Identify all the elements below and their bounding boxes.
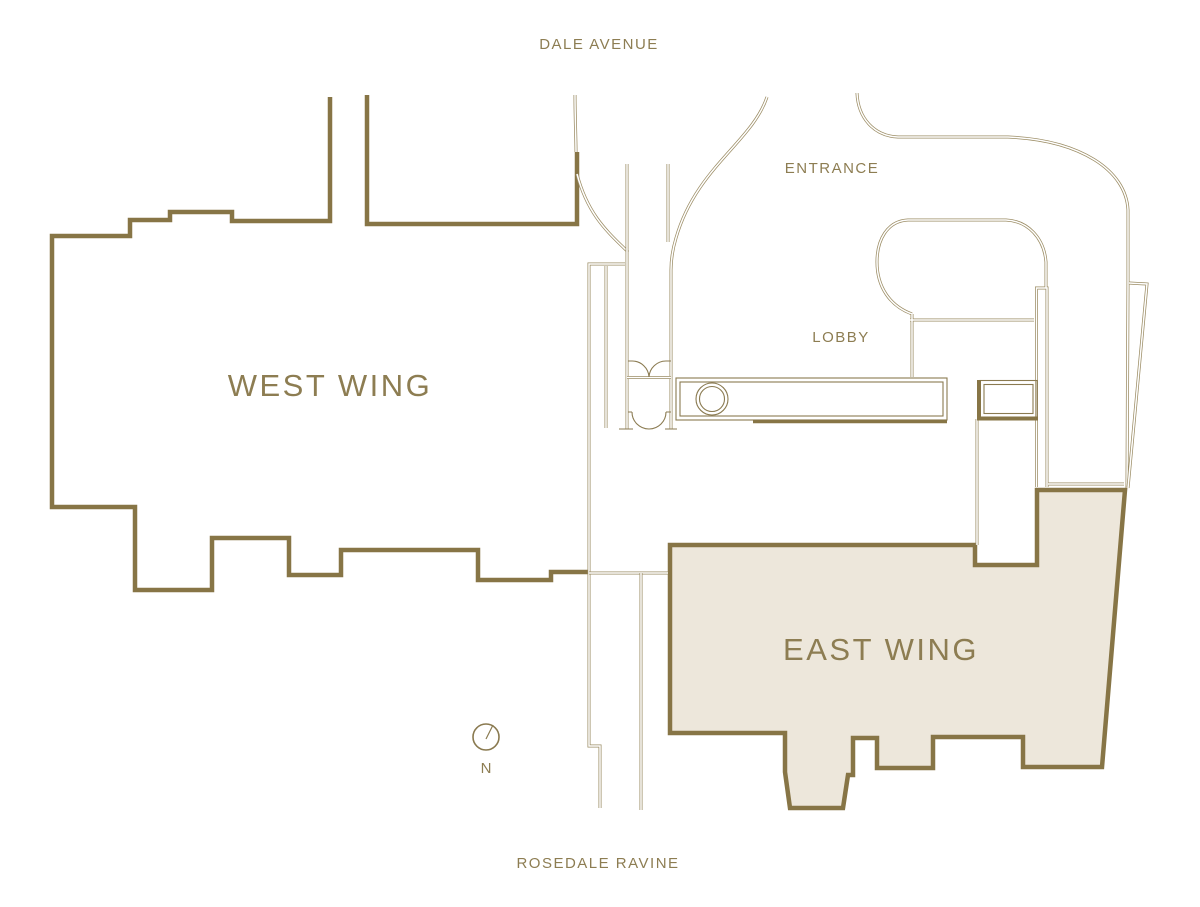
west-wing-label[interactable]: WEST WING (228, 368, 432, 403)
east-wing-shape[interactable] (667, 487, 1128, 811)
vestibule-wall (977, 380, 1038, 421)
vestibule-inner (983, 383, 1034, 415)
west-wing-outline[interactable] (49, 97, 588, 593)
reception-desk (675, 377, 948, 424)
desk-column-outer (695, 382, 729, 416)
compass: N (472, 723, 500, 777)
compass-needle-icon (485, 724, 494, 740)
street-label-bottom: ROSEDALE RAVINE (516, 855, 679, 872)
vestibule-outer (979, 379, 1038, 419)
street-label-top: DALE AVENUE (539, 36, 659, 53)
compass-circle-icon (472, 723, 500, 751)
east-wing-label[interactable]: EAST WING (783, 632, 979, 667)
vestibule-block (977, 379, 1038, 421)
desk-inner (679, 381, 944, 417)
lobby-label: LOBBY (812, 329, 870, 346)
entrance-doors (619, 360, 677, 430)
entrance-label: ENTRANCE (785, 160, 880, 177)
west-wing-court-outline (364, 95, 580, 227)
compass-north-label: N (481, 760, 492, 777)
desk-column-inner (698, 385, 726, 413)
door-jamb-ticks (619, 360, 677, 430)
door-swing-arcs (631, 360, 667, 430)
desk-outer (675, 377, 948, 421)
